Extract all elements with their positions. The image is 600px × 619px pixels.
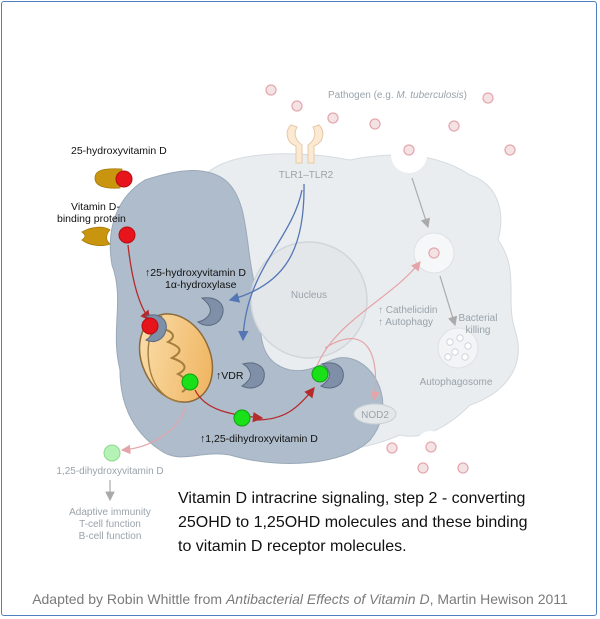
- caption-line-3: to vitamin D receptor molecules.: [178, 538, 407, 555]
- pathogen-label: Pathogen (e.g. M. tuberculosis): [328, 90, 467, 101]
- caption: Vitamin D intracrine signaling, step 2 -…: [178, 487, 578, 559]
- autophagosome-label: Autophagosome: [420, 377, 493, 388]
- bacterial-killing-label-2: killing: [465, 325, 490, 336]
- nucleus-label: Nucleus: [291, 290, 327, 301]
- dihydroxy-outside-label: 1,25-dihydroxyvitamin D: [56, 466, 163, 477]
- immunity-label-1: Adaptive immunity: [69, 507, 151, 518]
- cathelicidin-label: ↑ Cathelicidin: [378, 305, 437, 316]
- dbp-label-2: binding protein: [57, 213, 126, 225]
- enzyme-label-1: ↑25-hydroxyvitamin D: [145, 267, 246, 279]
- credit-suffix: , Martin Hewison 2011: [429, 591, 568, 607]
- dbp-label-1: Vitamin D-: [71, 201, 120, 213]
- hydroxy25-molecule-1: [115, 170, 133, 188]
- immunity-label-3: B-cell function: [79, 531, 142, 542]
- hydroxy25-molecule-2: [118, 226, 136, 244]
- hydroxy25-molecule-3: [141, 317, 159, 335]
- dbp-shape-bottom: [81, 226, 111, 247]
- immunity-label-2: T-cell function: [79, 519, 141, 530]
- bacterial-killing-label-1: Bacterial: [459, 313, 498, 324]
- credit-line: Adapted by Robin Whittle from Antibacter…: [0, 591, 600, 607]
- dihydroxy-molecule-bound: [311, 365, 329, 383]
- nod2: [353, 403, 397, 425]
- tlr-label: TLR1–TLR2: [279, 170, 334, 181]
- enzyme-label-2: 1α-hydroxylase: [165, 279, 237, 291]
- vdr-bound-receptor: [320, 362, 344, 389]
- vdr-label: ↑VDR: [216, 370, 244, 382]
- autophagy-label: ↑ Autophagy: [378, 317, 433, 328]
- hydroxylase-enzyme: [196, 297, 224, 326]
- credit-title: Antibacterial Effects of Vitamin D: [225, 591, 430, 607]
- caption-line-1: Vitamin D intracrine signaling, step 2 -…: [178, 490, 526, 507]
- dihydroxy-molecule-1: [181, 373, 199, 391]
- nod2-label: NOD2: [361, 410, 389, 421]
- hydroxy25-label: 25-hydroxyvitamin D: [71, 145, 167, 157]
- vdr-receptor: [241, 362, 265, 389]
- dihydroxy-molecule-2: [233, 409, 251, 427]
- tlr-receptor: [286, 124, 324, 164]
- autophagosome: [437, 327, 479, 369]
- dihydroxy-molecule-outside: [103, 444, 121, 462]
- credit-prefix: Adapted by Robin Whittle from: [32, 591, 226, 607]
- dihydroxy-inside-label: ↑1,25-dihydroxyvitamin D: [200, 433, 318, 445]
- caption-line-2: 25OHD to 1,25OHD molecules and these bin…: [178, 514, 528, 531]
